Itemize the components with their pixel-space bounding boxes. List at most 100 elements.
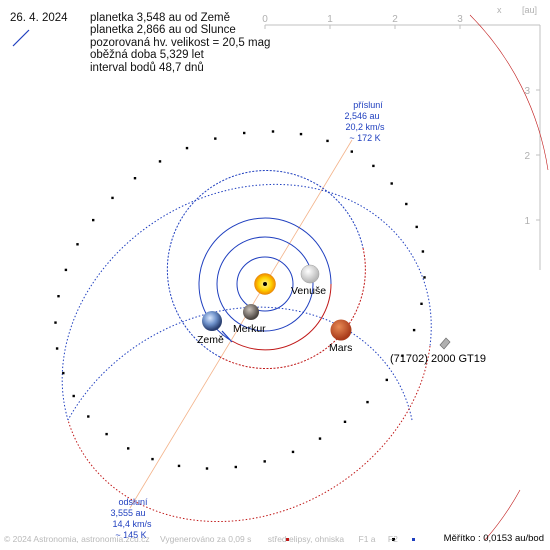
- top-axis: 0 1 2 3 x [au]: [262, 5, 540, 29]
- aphelion-title: odsluní: [118, 497, 148, 507]
- mars-label: Mars: [329, 342, 352, 354]
- orbit-point: [299, 132, 303, 136]
- orbit-point: [326, 139, 329, 143]
- footer-copyright: © 2024 Astronomia, astronomia.zcu.cz: [4, 534, 150, 544]
- asteroid-orbit-red: [67, 345, 431, 523]
- orbit-point: [214, 137, 217, 140]
- aphelion-info: odsluní 3,555 au 14,4 km/s ~ 145 K: [110, 497, 152, 540]
- info-line-interval: interval bodů 48,7 dnů: [90, 61, 204, 74]
- asteroid-label: (71702) 2000 GT19: [390, 353, 486, 365]
- mars-orbit-blue: [166, 170, 364, 358]
- outer-orbit-arc-lower: [484, 489, 521, 541]
- orbit-point: [64, 268, 68, 272]
- orbit-point: [105, 432, 108, 436]
- mercury-orbit: [236, 256, 294, 312]
- asteroid: (71702) 2000 GT19: [390, 337, 486, 365]
- orbit-point: [263, 460, 266, 463]
- orbit-point: [271, 130, 275, 133]
- perihelion-temp: ~ 172 K: [349, 133, 380, 143]
- footer: © 2024 Astronomia, astronomia.zcu.cz Vyg…: [4, 534, 406, 544]
- mercury-label: Merkur: [233, 323, 266, 335]
- orbit-point: [92, 218, 95, 222]
- right-axis: 3 2 1: [524, 25, 541, 270]
- orbit-point: [185, 146, 189, 150]
- aphelion-temp: ~ 145 K: [115, 530, 146, 540]
- mars: Mars: [329, 319, 352, 354]
- orbit-point: [415, 225, 418, 229]
- orbit-point: [127, 447, 130, 450]
- asteroid-info-panel: planetka 3,548 au od Země planetka 2,866…: [90, 12, 270, 74]
- direction-indicator: [12, 29, 30, 47]
- earth: Země: [197, 311, 233, 346]
- orbit-point: [76, 243, 79, 246]
- mercury: Merkur: [233, 304, 266, 335]
- perihelion-speed: 20,2 km/s: [345, 122, 385, 132]
- date-label: 26. 4. 2024: [10, 12, 68, 24]
- x-tick-3: 3: [457, 14, 463, 25]
- earth-orbit: [198, 217, 332, 341]
- footer-legend-center: střed elipsy, ohniska: [267, 534, 345, 544]
- info-line-sun-distance: planetka 2,866 au od Slunce: [90, 24, 236, 37]
- orbit-point: [243, 131, 246, 135]
- x-tick-1: 1: [327, 14, 333, 25]
- orbit-point: [151, 457, 154, 461]
- orbit-point: [62, 371, 65, 375]
- orbit-point: [385, 378, 388, 382]
- mars-orbit-red: [219, 247, 366, 370]
- orbit-point: [87, 415, 90, 418]
- orbit-point: [72, 394, 75, 398]
- orbit-point: [291, 450, 295, 454]
- orbit-point: [205, 467, 209, 470]
- orbit-point: [177, 464, 181, 468]
- asteroid-orbit-blue: [67, 306, 413, 421]
- orbit-point: [158, 160, 162, 163]
- orbit-point: [401, 354, 404, 357]
- info-line-magnitude: pozorovaná hv. velikost = 20,5 mag: [90, 36, 271, 49]
- orbit-point: [420, 302, 423, 305]
- orbit-point: [318, 437, 322, 440]
- footer-legend-f1: F1 a: [358, 534, 376, 544]
- aphelion-speed: 14,4 km/s: [112, 519, 152, 529]
- axis-unit-label: [au]: [522, 5, 537, 15]
- orbit-point: [390, 182, 393, 185]
- orbit-point: [421, 250, 425, 253]
- x-axis-unit: x: [497, 5, 502, 15]
- x-tick-2: 2: [392, 14, 398, 25]
- outer-orbit-arc: [469, 14, 549, 171]
- orbit-point-markers: [54, 130, 426, 470]
- orbit-point: [55, 347, 59, 350]
- orbit-point: [350, 150, 353, 153]
- orbit-point: [57, 295, 60, 298]
- earth-orbit-red: [231, 283, 332, 351]
- footer-generated: Vygenerováno za 0,09 s: [160, 534, 252, 544]
- venus-orbit: [216, 236, 314, 332]
- orbit-point: [111, 196, 114, 200]
- footer-legend-f2: F2: [387, 534, 398, 544]
- venus: Venuše: [291, 264, 326, 297]
- orbit-point: [423, 276, 426, 279]
- perihelion-title: přísluní: [353, 100, 383, 110]
- orbit-point: [372, 164, 375, 168]
- y-tick-1: 1: [524, 216, 530, 227]
- y-tick-2: 2: [524, 151, 530, 162]
- sun: [254, 273, 276, 295]
- apsis-line: [129, 139, 353, 509]
- orbit-point: [366, 400, 369, 404]
- orbit-point: [133, 177, 137, 180]
- perihelion-distance: 2,546 au: [344, 111, 379, 121]
- perihelion-info: přísluní 2,546 au 20,2 km/s ~ 172 K: [344, 100, 385, 143]
- venus-label: Venuše: [291, 285, 326, 297]
- orbit-point: [54, 321, 57, 324]
- y-tick-3: 3: [524, 86, 530, 97]
- earth-label: Země: [197, 334, 224, 346]
- info-line-earth-distance: planetka 3,548 au od Země: [90, 12, 231, 24]
- legend-center-marker: [286, 538, 289, 541]
- orbit-point: [343, 420, 347, 423]
- orbits: [166, 170, 366, 370]
- orbit-point: [405, 202, 408, 206]
- orbit-point: [234, 465, 237, 469]
- legend-f2-marker: [412, 538, 415, 541]
- info-line-period: oběžná doba 5,329 let: [90, 49, 204, 62]
- orbit-point: [412, 328, 416, 332]
- asteroid-orbit-blue-top: [61, 183, 432, 421]
